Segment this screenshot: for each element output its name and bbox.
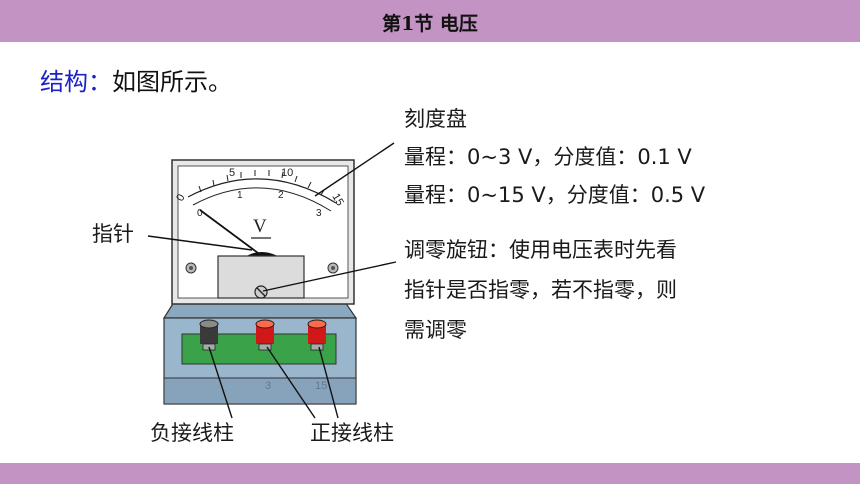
meter-base: 3 15 (162, 301, 358, 405)
zero-knob-label-1: 调零旋钮：使用电压表时先看 (404, 238, 677, 262)
inner-scale-3: 3 (316, 208, 322, 219)
dial-label: 刻度盘 (404, 107, 467, 131)
positive-terminal-label: 正接线柱 (310, 421, 394, 445)
outer-scale-10: 10 (281, 167, 293, 179)
unit-symbol: V (253, 216, 267, 237)
heading-text: 如图所示。 (112, 68, 232, 96)
positive-terminal-3v[interactable] (255, 319, 275, 351)
base-label-15: 15 (315, 380, 327, 392)
outer-scale-15: 15 (329, 192, 346, 209)
page-title: 第1节 电压 (382, 13, 478, 35)
range-3v-label: 量程：0~3 V，分度值：0.1 V (404, 145, 692, 169)
footer-bar (0, 463, 860, 484)
inner-scale-2: 2 (278, 190, 284, 201)
inner-scale-0: 0 (197, 208, 203, 219)
outer-scale-5: 5 (229, 167, 235, 179)
base-label-3: 3 (265, 380, 271, 392)
leader-lines (147, 142, 397, 419)
inner-scale-1: 1 (237, 190, 243, 201)
pointer-label: 指针 (92, 222, 134, 246)
positive-terminal-15v[interactable] (307, 319, 327, 351)
zero-knob-label-3: 需调零 (404, 318, 467, 342)
heading-key: 结构： (40, 68, 112, 96)
outer-scale-0: 0 (174, 192, 187, 203)
range-15v-label: 量程：0~15 V，分度值：0.5 V (404, 183, 706, 207)
zero-knob-label-2: 指针是否指零，若不指零，则 (404, 278, 677, 302)
negative-terminal[interactable] (199, 319, 219, 351)
meter-pointer (199, 209, 263, 257)
structure-heading: 结构：如图所示。 (40, 62, 232, 97)
negative-terminal-label: 负接线柱 (150, 421, 234, 445)
header-bar: 第1节 电压 (0, 0, 860, 42)
